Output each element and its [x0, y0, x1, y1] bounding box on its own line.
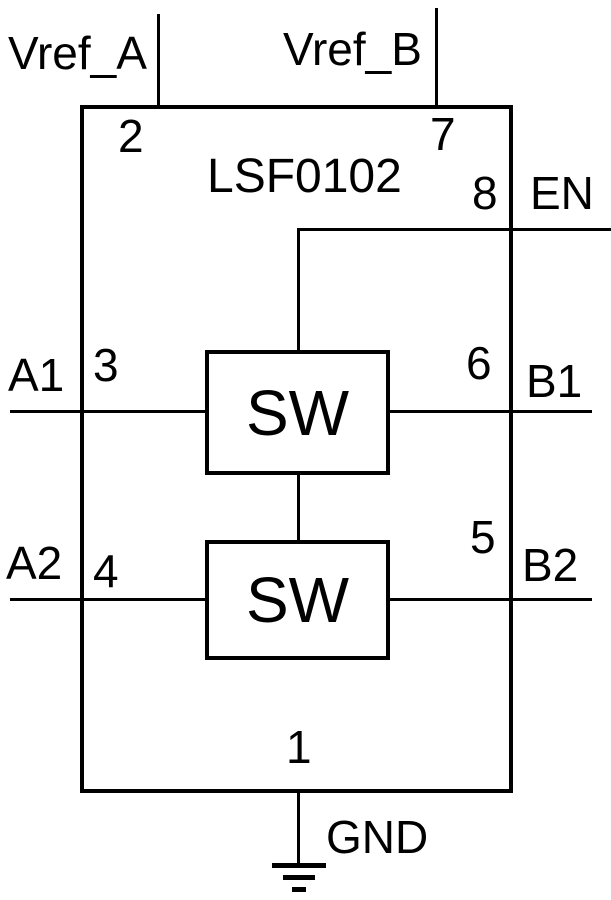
en-label: EN	[530, 167, 594, 219]
en-wire-vertical	[297, 228, 300, 352]
pin2-number: 2	[118, 110, 144, 162]
b2-wire	[388, 598, 592, 601]
ground-bar-bottom	[292, 887, 306, 892]
b1-wire	[388, 410, 592, 413]
pin7-number: 7	[430, 108, 456, 160]
vref-a-label: Vref_A	[8, 27, 147, 79]
pin7-lead-wire	[435, 8, 438, 107]
part-number-label: LSF0102	[207, 150, 402, 203]
ground-bar-top	[272, 863, 326, 868]
pin6-number: 6	[466, 337, 492, 389]
pin1-number: 1	[286, 721, 312, 773]
switch-connector-wire	[297, 473, 300, 542]
pin3-number: 3	[93, 339, 119, 391]
switch1-label: SW	[245, 376, 350, 449]
en-wire-horizontal	[297, 228, 611, 231]
gnd-label: GND	[326, 811, 429, 863]
a1-label: A1	[8, 349, 65, 401]
ground-bar-middle	[283, 875, 315, 880]
pin2-lead-wire	[157, 14, 160, 107]
switch2-label: SW	[245, 564, 350, 636]
pin8-number: 8	[472, 167, 498, 219]
pin5-number: 5	[470, 511, 496, 563]
switch2-box: SW	[205, 540, 390, 660]
gnd-lead-wire	[297, 791, 300, 867]
b1-label: B1	[526, 355, 583, 407]
a1-wire	[10, 410, 207, 413]
b2-label: B2	[522, 539, 579, 591]
pin4-number: 4	[93, 545, 119, 597]
switch1-box: SW	[205, 350, 390, 475]
a2-label: A2	[6, 537, 63, 589]
vref-b-label: Vref_B	[283, 23, 422, 75]
a2-wire	[10, 598, 207, 601]
